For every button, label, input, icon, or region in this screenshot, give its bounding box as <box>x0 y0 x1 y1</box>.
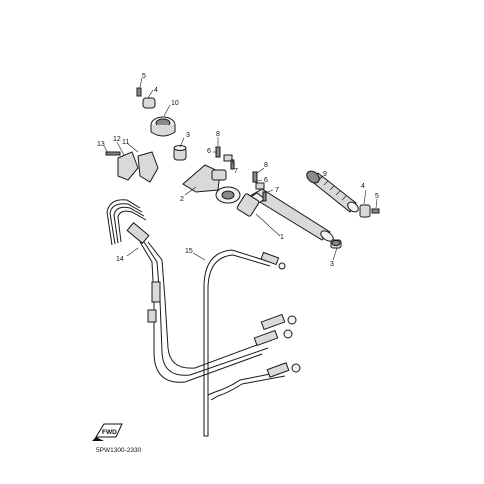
diagram-code: 5PW1300-2330 <box>96 447 142 454</box>
throttle-housing <box>150 116 176 137</box>
callout-3-holder: 3 <box>186 132 190 139</box>
callout-7-pipe: 7 <box>275 187 279 194</box>
callout-7-holder: 7 <box>234 168 238 175</box>
leader-lines <box>103 77 378 261</box>
callout-12: 12 <box>113 136 121 143</box>
front-direction-arrow: FWD <box>92 423 123 441</box>
handlebar-holder <box>182 164 241 204</box>
throttle-cable-housing <box>105 151 159 183</box>
handlebar-end-weight <box>330 239 342 249</box>
callout-1: 1 <box>280 234 284 241</box>
grip-end-cap <box>359 204 380 218</box>
callout-4-top: 4 <box>154 87 158 94</box>
callout-14: 14 <box>116 256 124 263</box>
holder-bolts <box>215 146 235 170</box>
callout-3-end: 3 <box>330 261 334 268</box>
handlebar-pipe <box>236 188 334 242</box>
callout-5-right: 5 <box>375 193 379 200</box>
top-grip-end <box>136 87 156 109</box>
callout-13: 13 <box>97 141 105 148</box>
callout-8-holder: 8 <box>216 131 220 138</box>
callout-6-holder: 6 <box>207 148 211 155</box>
holder-collar <box>173 145 187 161</box>
front-indicator-label: FWD <box>102 429 117 436</box>
callout-2: 2 <box>180 196 184 203</box>
throttle-cables <box>106 199 297 383</box>
callout-9: 9 <box>323 171 327 178</box>
callout-15: 15 <box>185 248 193 255</box>
pipe-clamp-bolts <box>252 171 267 202</box>
callout-8-pipe: 8 <box>264 162 268 169</box>
callout-5-top: 5 <box>142 73 146 80</box>
callout-4-right: 4 <box>361 183 365 190</box>
clutch-cable <box>203 249 301 437</box>
callout-6-pipe: 6 <box>264 177 268 184</box>
callout-11: 11 <box>122 139 129 146</box>
callout-10: 10 <box>171 100 179 107</box>
handlebar-grip <box>306 170 359 213</box>
